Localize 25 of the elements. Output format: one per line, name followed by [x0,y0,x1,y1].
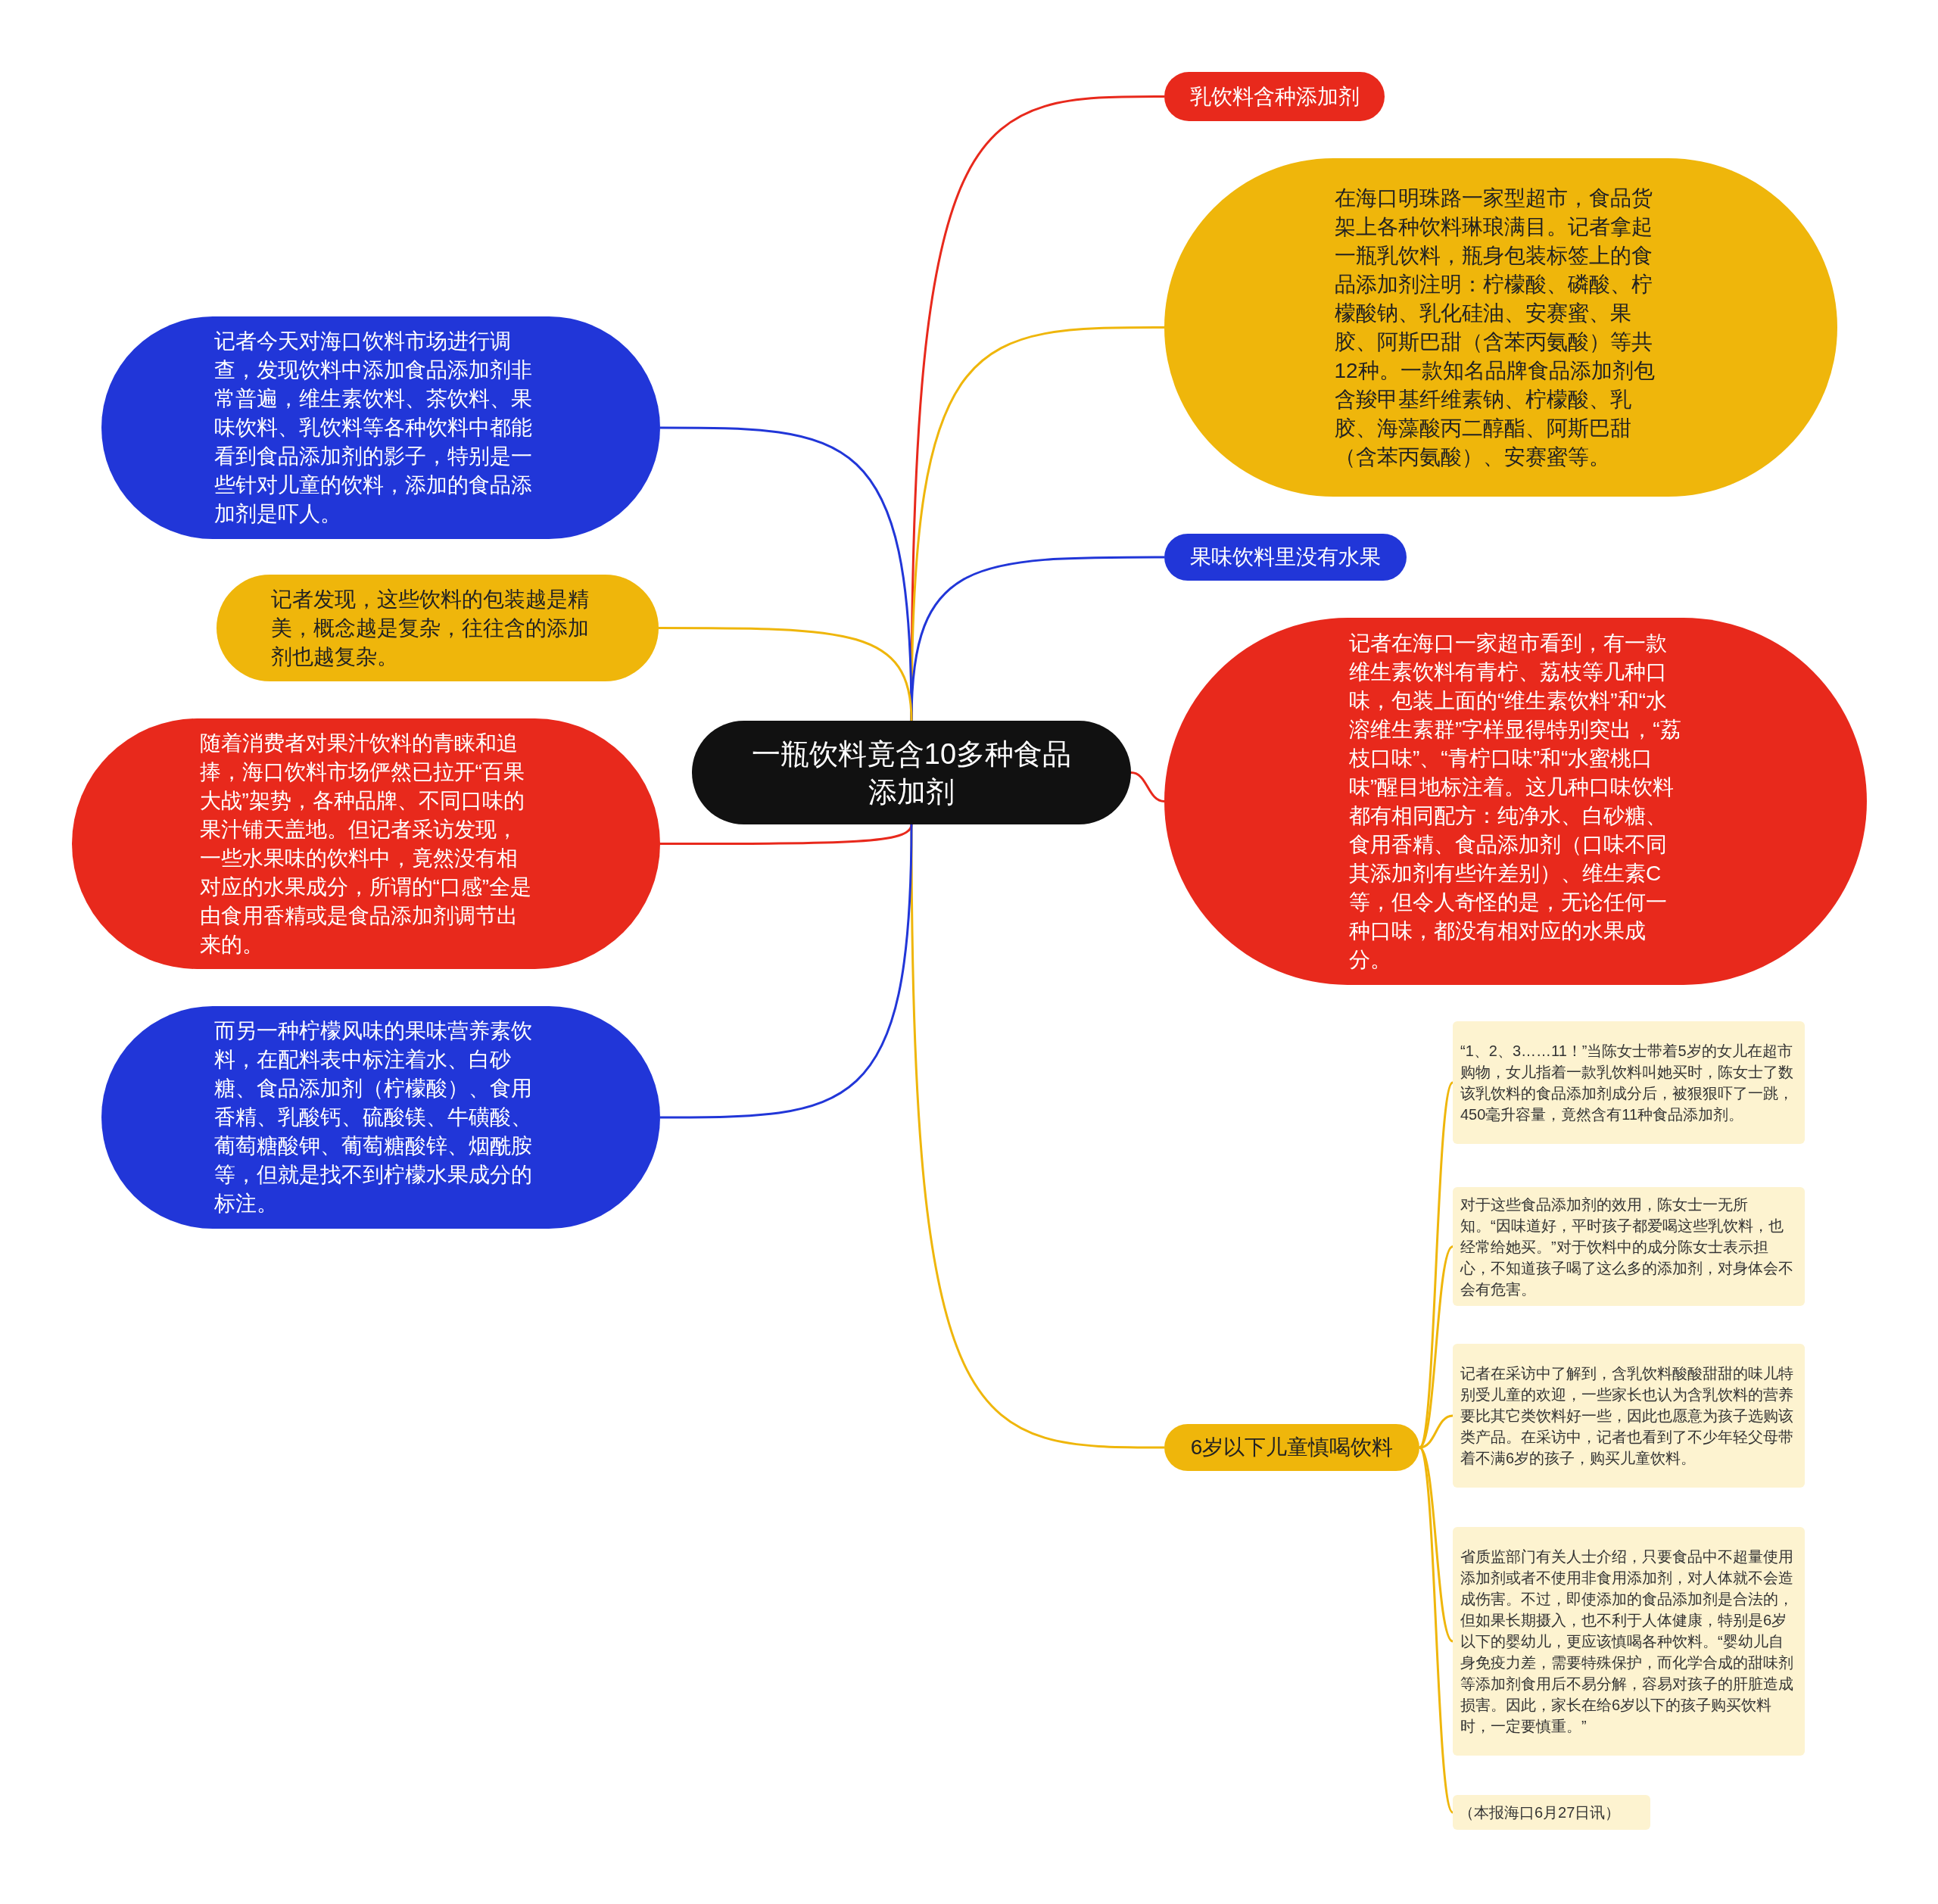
topic-label: 6岁以下儿童慎喝饮料 [1189,1435,1394,1460]
note-text: （本报海口6月27日讯） [1459,1803,1622,1822]
topic-text: 随着消费者对果汁饮料的青睐和追捧，海口饮料市场俨然已拉开“百果大战”架势，各种品牌、不同口味的果汁铺天盖地。但记者采访发现，一些水果味的饮料中，竟然没有相对应的水果成分，所谓的“口感”全是由食用香精或是食品添加剂调节出来的。 [199,730,533,958]
connector-line [1130,771,1165,802]
central-topic: 一瓶饮料竟含10多种食品添加剂 [750,737,1073,809]
note-text: 对于这些食品添加剂的效用，陈女士一无所知。“因味道好，平时孩子都爱喝这些乳饮料，也经常给她买。”对于饮料中的成分陈女士表示担心，不知道孩子喝了这么多的添加剂，对身体会不会有危害。 [1460,1195,1794,1299]
note-card [1453,1021,1805,1144]
connector-line [660,824,913,1119]
note-card [1453,1187,1805,1306]
topic-text: 记者今天对海口饮料市场进行调查，发现饮料中添加食品添加剂非常普遍，维生素饮料、茶饮料、果味饮料、乳饮料等各种饮料中都能看到食品添加剂的影子，特别是一些针对儿童的饮料，添加的食品添加剂是吓人。 [214,329,533,527]
connector-line [910,556,1164,721]
topic-label: 果味饮料里没有水果 [1189,544,1382,570]
topic-text: 记者发现，这些饮料的包装越是精美，概念越是复杂，往往含的添加剂也越复杂。 [271,586,590,670]
note-card [1453,1527,1805,1756]
topic-text: 记者在海口一家超市看到，有一款维生素饮料有青柠、荔枝等几种口味，包装上面的“维生素饮料”和“水溶维生素群”字样显得特别突出，“荔枝口味”、“青柠口味”和“水蜜桃口味”醒目地标注着。这几种口味饮料都有相同配方：纯净水、白砂糖、食用香精、食品添加剂（口味不同其添加剂有些许差别）、维生素C等，但令人奇怪的是，无论任何一种口味，都没有相对应的水果成分。 [1349,630,1682,973]
topic-text: 而另一种柠檬风味的果味营养素饮料，在配料表中标注着水、白砂糖、食品添加剂（柠檬酸）、食用香精、乳酸钙、硫酸镁、牛磺酸、葡萄糖酸钾、葡萄糖酸锌、烟酰胺等，但就是找不到柠檬水果成分的标注。 [214,1018,533,1217]
note-text: 省质监部门有关人士介绍，只要食品中不超量使用添加剂或者不使用非食用添加剂，对人体就不会造成伤害。不过，即使添加的食品添加剂是合法的，但如果长期摄入，也不利于人体健康，特别是6岁以下的婴幼儿，更应该慎喝各种饮料。“婴幼儿自身免疫力差，需要特殊保护，而化学合成的甜味剂等添加剂食用后不易分解，容易对孩子的肝脏造成损害。因此，家长在给6岁以下的孩子购买饮料时，一定要慎重。” [1460,1547,1794,1736]
connector-line [659,627,913,721]
connector-line [910,824,1164,1449]
note-text: 记者在采访中了解到，含乳饮料酸酸甜甜的味儿特别受儿童的欢迎，一些家长也认为含乳饮料的营养要比其它类饮料好一些，因此也愿意为孩子选购该类产品。在采访中，记者也看到了不少年轻父母带着不满6岁的孩子，购买儿童饮料。 [1460,1364,1794,1468]
topic-label: 乳饮料含种添加剂 [1189,83,1360,110]
note-text: “1、2、3……11！”当陈女士带着5岁的女儿在超市购物，女儿指着一款乳饮料叫她买时，陈女士了数该乳饮料的食品添加剂成分后，被狠狠吓了一跳，450毫升容量，竟然含有11种食品添加剂。 [1460,1042,1794,1124]
note-card [1453,1344,1805,1488]
note-card [1453,1795,1650,1830]
topic-text: 在海口明珠路一家型超市，食品货架上各种饮料琳琅满目。记者拿起一瓶乳饮料，瓶身包装标签上的食品添加剂注明：柠檬酸、磷酸、柠檬酸钠、乳化硅油、安赛蜜、果胶、阿斯巴甜（含苯丙氨酸）等共12种。一款知名品牌食品添加剂包含羧甲基纤维素钠、柠檬酸、乳胶、海藻酸丙二醇酯、阿斯巴甜（含苯丙氨酸）、安赛蜜等。 [1334,185,1656,470]
